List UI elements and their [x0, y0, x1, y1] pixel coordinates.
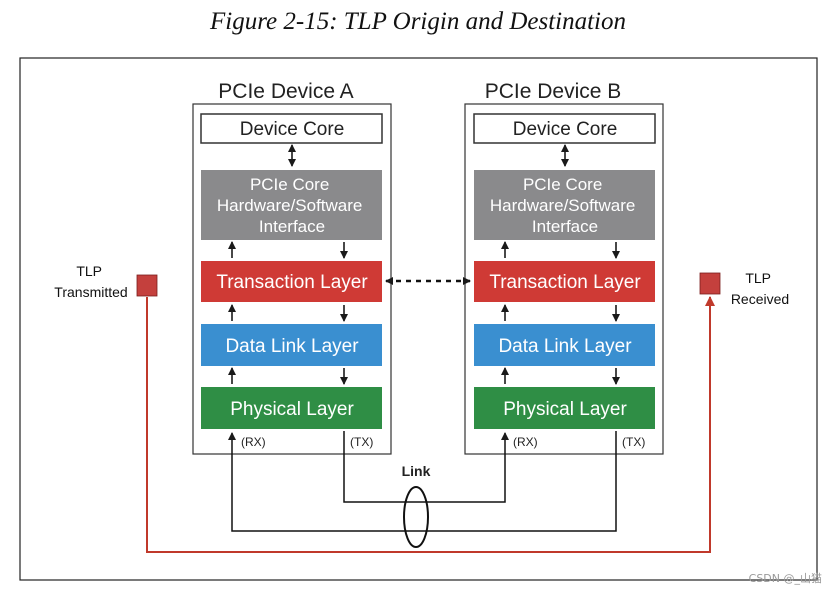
tlp-received-line-1: TLP	[745, 270, 770, 286]
tlp-transmitted-line-1: TLP	[76, 263, 101, 279]
tlp-transmitted-marker	[136, 274, 158, 297]
tlp-received-marker	[699, 272, 721, 295]
device-a-interface-line-3: Interface	[259, 217, 325, 236]
device-a-interface-label: PCIe Core Hardware/Software Interface	[217, 175, 367, 236]
device-b: PCIe Device B Device Core PCIe Core Hard…	[464, 80, 664, 455]
device-a-title: PCIe Device A	[218, 80, 353, 103]
device-a-interface-box	[201, 170, 382, 240]
device-a-physical-box	[201, 387, 382, 429]
link-wire-a-tx-to-b-rx	[343, 431, 509, 503]
device-b-interface-line-1: PCIe Core	[523, 175, 602, 194]
link-ellipse	[403, 486, 429, 548]
device-a-tx-label: (TX)	[350, 435, 373, 449]
device-a-transaction-label: Transaction Layer	[216, 272, 368, 293]
device-b-core-box	[473, 113, 656, 144]
device-a-interface-line-1: PCIe Core	[250, 175, 329, 194]
device-b-interface-box	[474, 170, 655, 240]
device-b-tx-label: (TX)	[622, 435, 645, 449]
device-b-transaction-label: Transaction Layer	[489, 272, 641, 293]
watermark: CSDN @_山猫	[748, 572, 822, 585]
tlp-transmitted-line-2: Transmitted	[54, 284, 127, 300]
device-b-transaction-box	[474, 261, 655, 302]
tlp-received-line-2: Received	[731, 291, 789, 307]
device-a-rx-label: (RX)	[241, 435, 266, 449]
device-b-interface-line-3: Interface	[532, 217, 598, 236]
device-b-datalink-label: Data Link Layer	[498, 336, 632, 357]
outer-frame	[19, 57, 818, 581]
link-label: Link	[402, 463, 431, 479]
device-b-datalink-box	[474, 324, 655, 366]
tlp-path	[146, 296, 715, 553]
link-wire-b-tx-to-a-rx	[228, 431, 617, 532]
device-a-datalink-label: Data Link Layer	[225, 336, 359, 357]
device-b-core-label: Device Core	[513, 119, 618, 140]
figure-caption: Figure 2-15: TLP Origin and Destination	[210, 8, 626, 35]
device-a-transaction-box	[201, 261, 382, 302]
tlp-transmitted-label: TLP Transmitted	[54, 263, 127, 300]
device-b-physical-label: Physical Layer	[503, 399, 627, 420]
device-a-datalink-box	[201, 324, 382, 366]
device-b-interface-label: PCIe Core Hardware/Software Interface	[490, 175, 640, 236]
device-a-core-label: Device Core	[240, 119, 345, 140]
device-b-interface-line-2: Hardware/Software	[490, 196, 636, 215]
device-a-core-box	[200, 113, 383, 144]
device-a-physical-label: Physical Layer	[230, 399, 354, 420]
device-b-physical-box	[474, 387, 655, 429]
device-b-rx-label: (RX)	[513, 435, 538, 449]
device-a-interface-line-2: Hardware/Software	[217, 196, 363, 215]
device-b-title: PCIe Device B	[485, 80, 622, 103]
device-a: PCIe Device A Device Core PCIe Core Hard…	[192, 80, 392, 455]
tlp-received-label: TLP Received	[731, 270, 789, 307]
